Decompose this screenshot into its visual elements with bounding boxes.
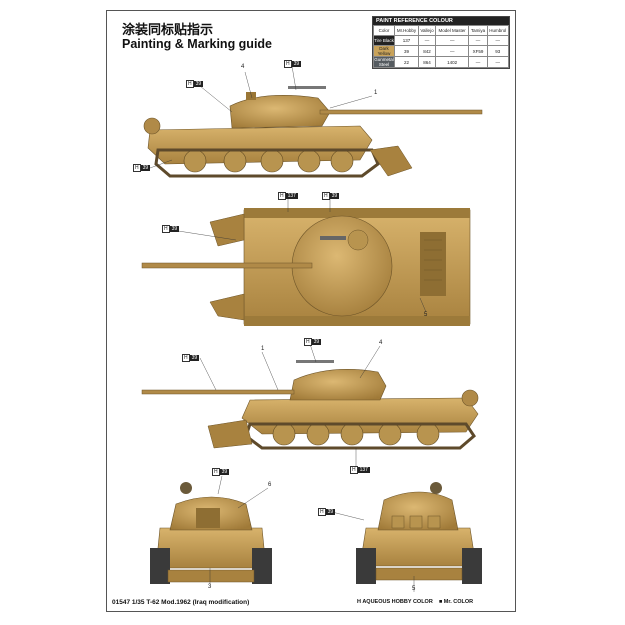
rear-view bbox=[356, 482, 482, 584]
page-title: Painting & Marking guide bbox=[122, 37, 273, 51]
leader-lines bbox=[149, 65, 427, 592]
mr-color-legend-label: Mr. COLOR bbox=[443, 599, 474, 605]
hobby-legend-label: AQUEOUS HOBBY COLOR bbox=[362, 599, 433, 605]
vallejo-code: 864 bbox=[418, 56, 436, 68]
humbrol-code: — bbox=[486, 56, 510, 68]
part-number: 3 bbox=[208, 584, 212, 590]
hobby-legend-icon: H bbox=[357, 599, 361, 605]
front-view bbox=[150, 482, 272, 584]
part-number: 1 bbox=[261, 346, 265, 352]
kit-caption: 01547 1/35 T-62 Mod.1962 (Iraq modificat… bbox=[112, 599, 250, 606]
hobby-code: 22 bbox=[393, 56, 420, 68]
reference-row: Gunmetal Steel 22 864 1402 — — bbox=[373, 56, 510, 68]
part-number: 1 bbox=[374, 90, 378, 96]
paint-reference-heading: PAINT REFERENCE COLOUR bbox=[373, 17, 509, 25]
side-view-left bbox=[141, 360, 479, 450]
color-legend: H AQUEOUS HOBBY COLOR ■ Mr. COLOR bbox=[357, 599, 473, 605]
part-number: 5 bbox=[412, 586, 416, 592]
top-view bbox=[141, 208, 471, 326]
part-number: 6 bbox=[268, 482, 272, 488]
part-number: 4 bbox=[379, 340, 383, 346]
master-code: 1402 bbox=[434, 56, 470, 68]
part-number: 4 bbox=[241, 64, 245, 70]
side-view-right bbox=[143, 86, 483, 178]
page-title-chinese: 涂装同标贴指示 bbox=[122, 23, 214, 38]
part-number: 5 bbox=[424, 312, 428, 318]
mr-color-legend-icon: ■ bbox=[438, 599, 443, 605]
paint-reference-table: PAINT REFERENCE COLOUR Color Mr.Hobby Va… bbox=[372, 16, 510, 69]
color-swatch: Gunmetal Steel bbox=[373, 56, 395, 68]
